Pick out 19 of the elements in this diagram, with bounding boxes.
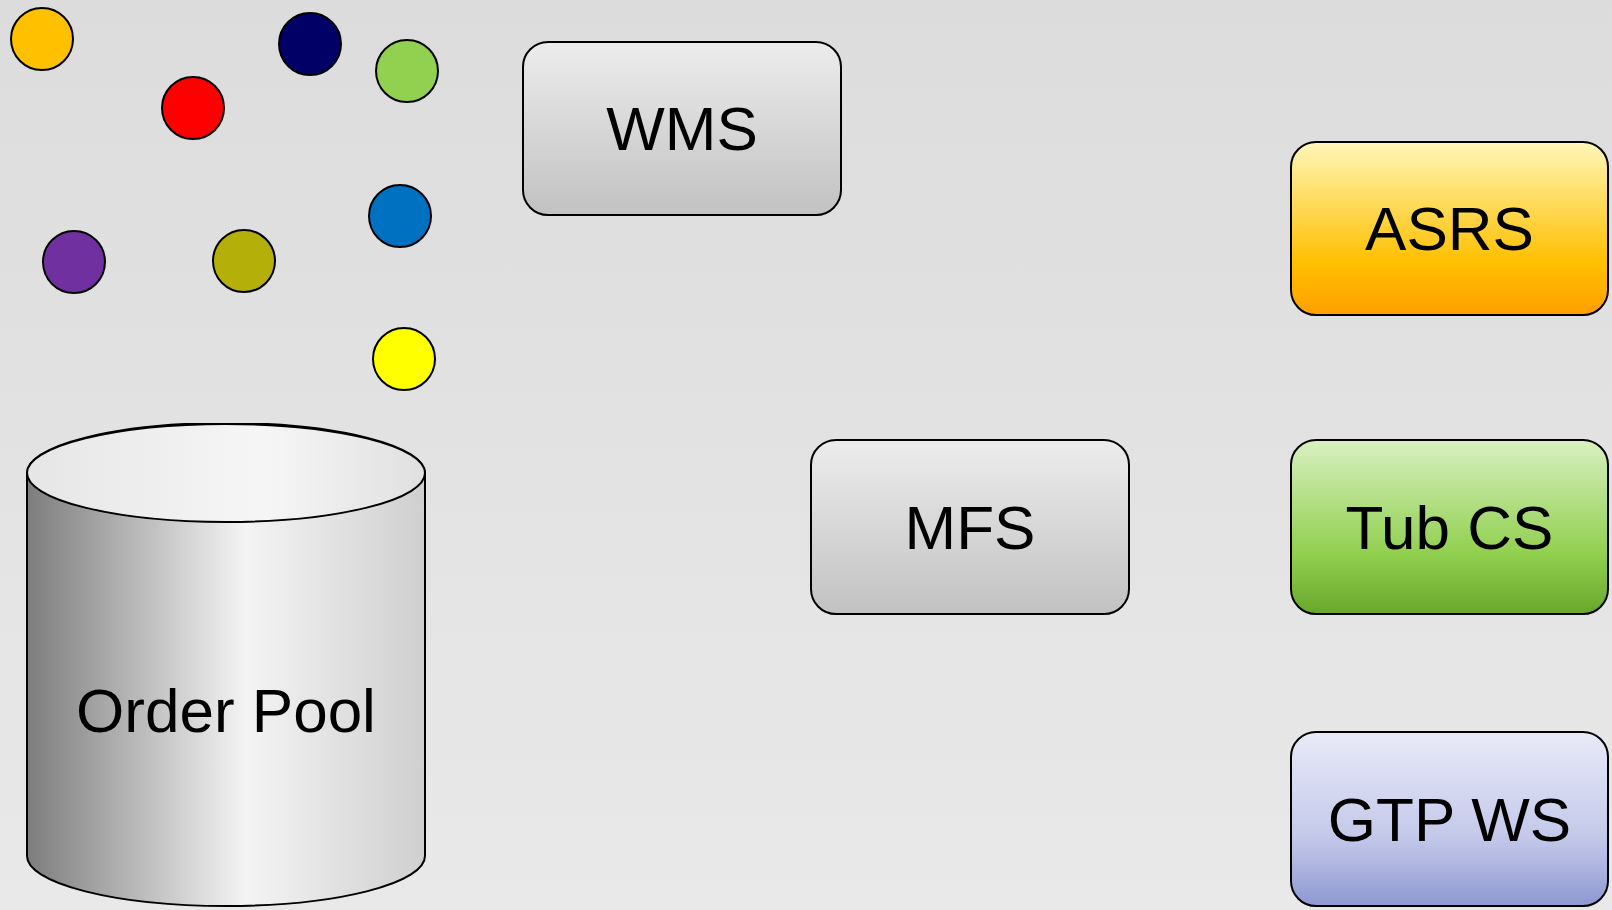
circle-marker bbox=[10, 7, 74, 71]
process-box bbox=[522, 41, 842, 216]
circle-marker bbox=[212, 229, 276, 293]
node-label: GTP WS bbox=[1327, 783, 1572, 855]
process-box bbox=[1290, 439, 1609, 615]
circle-marker bbox=[278, 12, 342, 76]
node-label: ASRS bbox=[1365, 193, 1534, 264]
process-box bbox=[810, 439, 1130, 615]
node-label: Order Pool bbox=[76, 674, 376, 746]
node-label: MFS bbox=[904, 491, 1036, 563]
circle-marker bbox=[368, 184, 432, 248]
circle-marker bbox=[372, 327, 436, 391]
node-label: WMS bbox=[606, 93, 758, 164]
node-label: Tub CS bbox=[1345, 491, 1554, 563]
circle-marker bbox=[375, 39, 439, 103]
circle-marker bbox=[42, 230, 106, 294]
process-box bbox=[1290, 731, 1609, 907]
process-box bbox=[1290, 141, 1609, 316]
circle-marker bbox=[161, 76, 225, 140]
